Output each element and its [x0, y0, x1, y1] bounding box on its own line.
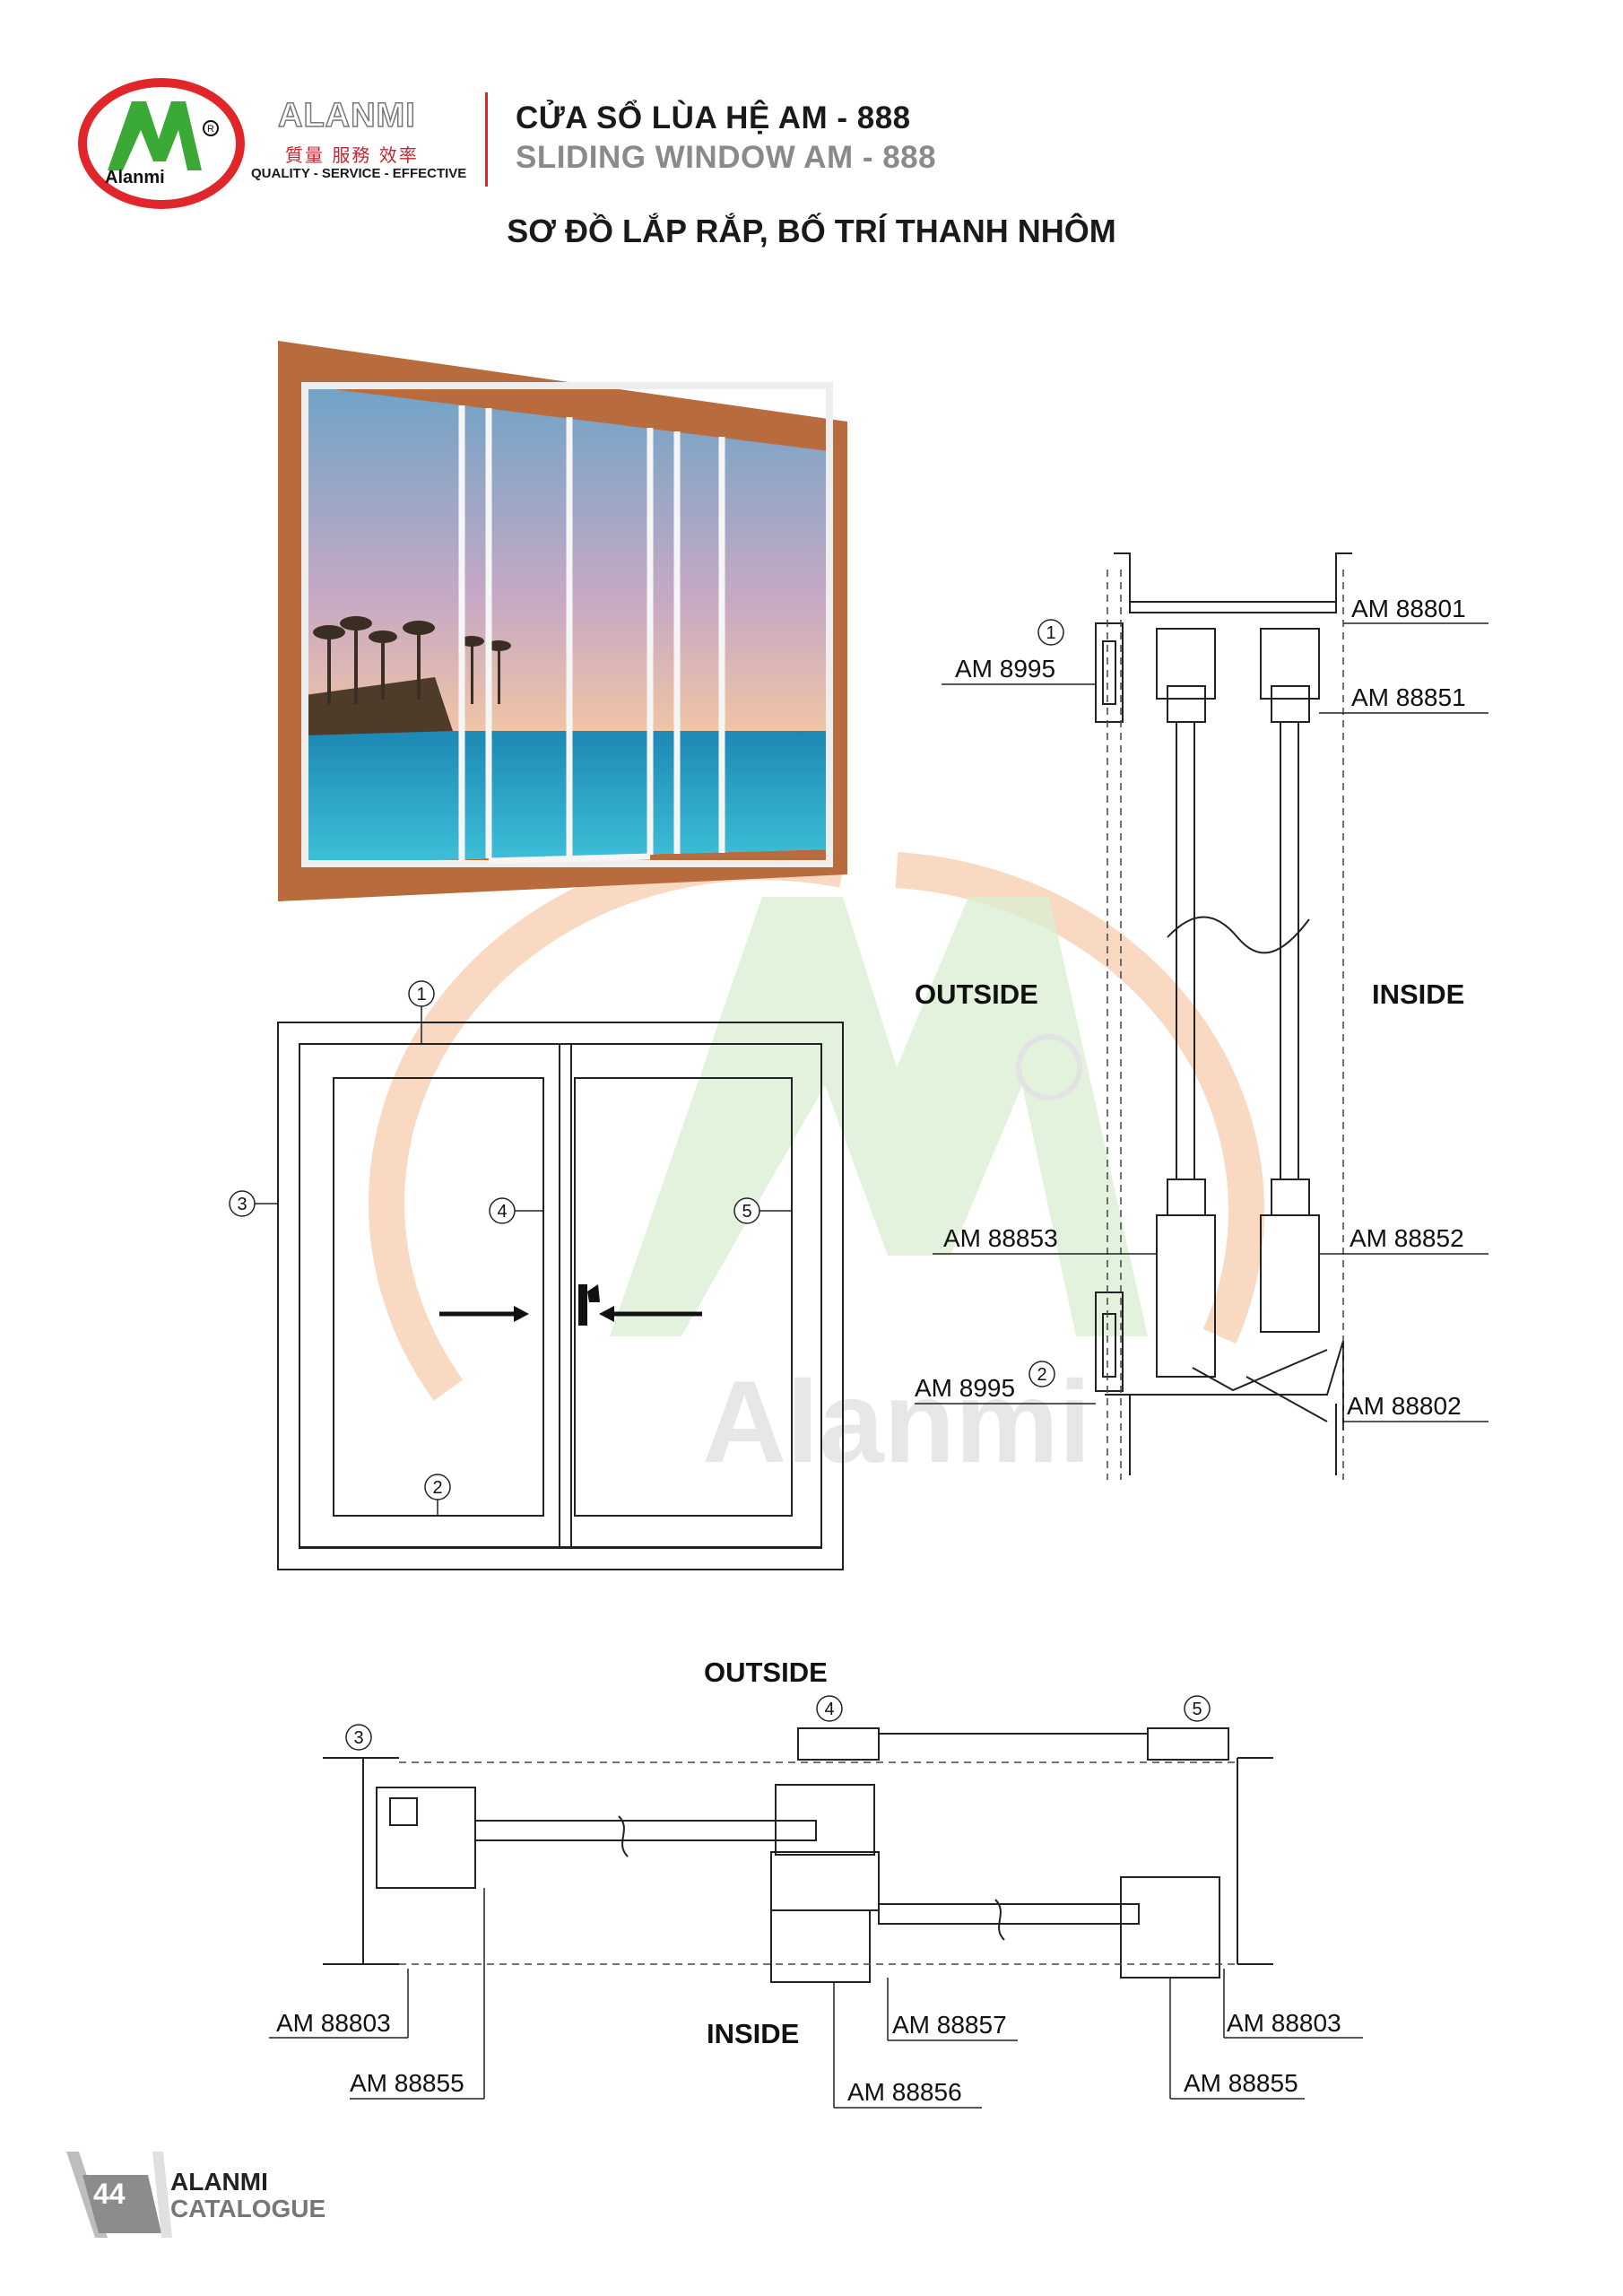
page-title-en: SLIDING WINDOW AM - 888 — [516, 140, 937, 175]
label-am88803-right: AM 88803 — [1227, 2009, 1341, 2037]
label-am8995-upper: AM 8995 — [955, 655, 1055, 683]
marker-3: 3 — [353, 1728, 363, 1748]
vertical-section-drawing: 1 2 AM 88801 AM 8995 AM 88851 AM 88853 A… — [915, 552, 1488, 1480]
label-am88857: AM 88857 — [892, 2011, 1007, 2039]
marker-4: 4 — [824, 1700, 834, 1719]
elevation-drawing: 1 2 3 4 5 — [229, 980, 844, 1570]
page-title-vn: CỬA SỔ LÙA HỆ AM - 888 — [516, 100, 911, 135]
section-title: SƠ ĐỒ LẮP RẮP, BỐ TRÍ THANH NHÔM — [507, 213, 1116, 249]
label-am88801: AM 88801 — [1351, 595, 1466, 622]
inside-label: INSIDE — [707, 2018, 799, 2049]
label-am88856: AM 88856 — [847, 2078, 962, 2106]
marker-1: 1 — [416, 985, 426, 1004]
label-am88803-left: AM 88803 — [276, 2009, 391, 2037]
outside-label: OUTSIDE — [704, 1657, 828, 1688]
label-am88855-left: AM 88855 — [350, 2069, 464, 2097]
label-am88851: AM 88851 — [1351, 683, 1466, 711]
logo-name: Alanmi — [105, 168, 165, 187]
label-am8995-lower: AM 8995 — [915, 1374, 1015, 1402]
brand-logo: R Alanmi — [76, 76, 247, 211]
left-sash — [333, 1077, 544, 1517]
horizontal-section-drawing: 3 4 5 AM 88803 AM 88855 AM 88857 AM 8885… — [269, 1657, 1363, 2109]
label-am88855-right: AM 88855 — [1184, 2069, 1298, 2097]
footer-catalogue: CATALOGUE — [170, 2195, 326, 2222]
brand-chinese: 質量 服務 效率 — [285, 144, 419, 166]
marker-1: 1 — [1046, 623, 1055, 643]
svg-text:R: R — [207, 124, 214, 135]
marker-2: 2 — [1037, 1365, 1046, 1385]
window-photo — [278, 341, 847, 901]
brand-tagline: QUALITY - SERVICE - EFFECTIVE — [251, 166, 467, 181]
outer-frame — [277, 1022, 844, 1570]
svg-text:Alanmi: Alanmi — [702, 1356, 1090, 1487]
slide-arrow-icon — [439, 1306, 529, 1322]
page-number-badge — [66, 2152, 172, 2238]
page-number: 44 — [93, 2178, 126, 2210]
footer-brand: ALANMI — [170, 2168, 268, 2196]
marker-5: 5 — [1192, 1700, 1202, 1719]
marker-2: 2 — [432, 1478, 442, 1498]
slide-arrow-icon — [599, 1306, 702, 1322]
header-divider — [485, 92, 488, 187]
brand-wordmark: ALANMI — [277, 96, 416, 135]
right-sash — [574, 1077, 793, 1517]
inside-label: INSIDE — [1372, 978, 1464, 1010]
label-am88853: AM 88853 — [943, 1224, 1058, 1252]
marker-3: 3 — [237, 1195, 247, 1214]
label-am88852: AM 88852 — [1350, 1224, 1464, 1252]
label-am88802: AM 88802 — [1347, 1392, 1462, 1420]
marker-5: 5 — [742, 1202, 751, 1222]
outside-label: OUTSIDE — [915, 978, 1038, 1010]
handle-icon — [578, 1284, 600, 1326]
logo-mark-icon: R — [78, 78, 245, 209]
marker-4: 4 — [497, 1202, 507, 1222]
